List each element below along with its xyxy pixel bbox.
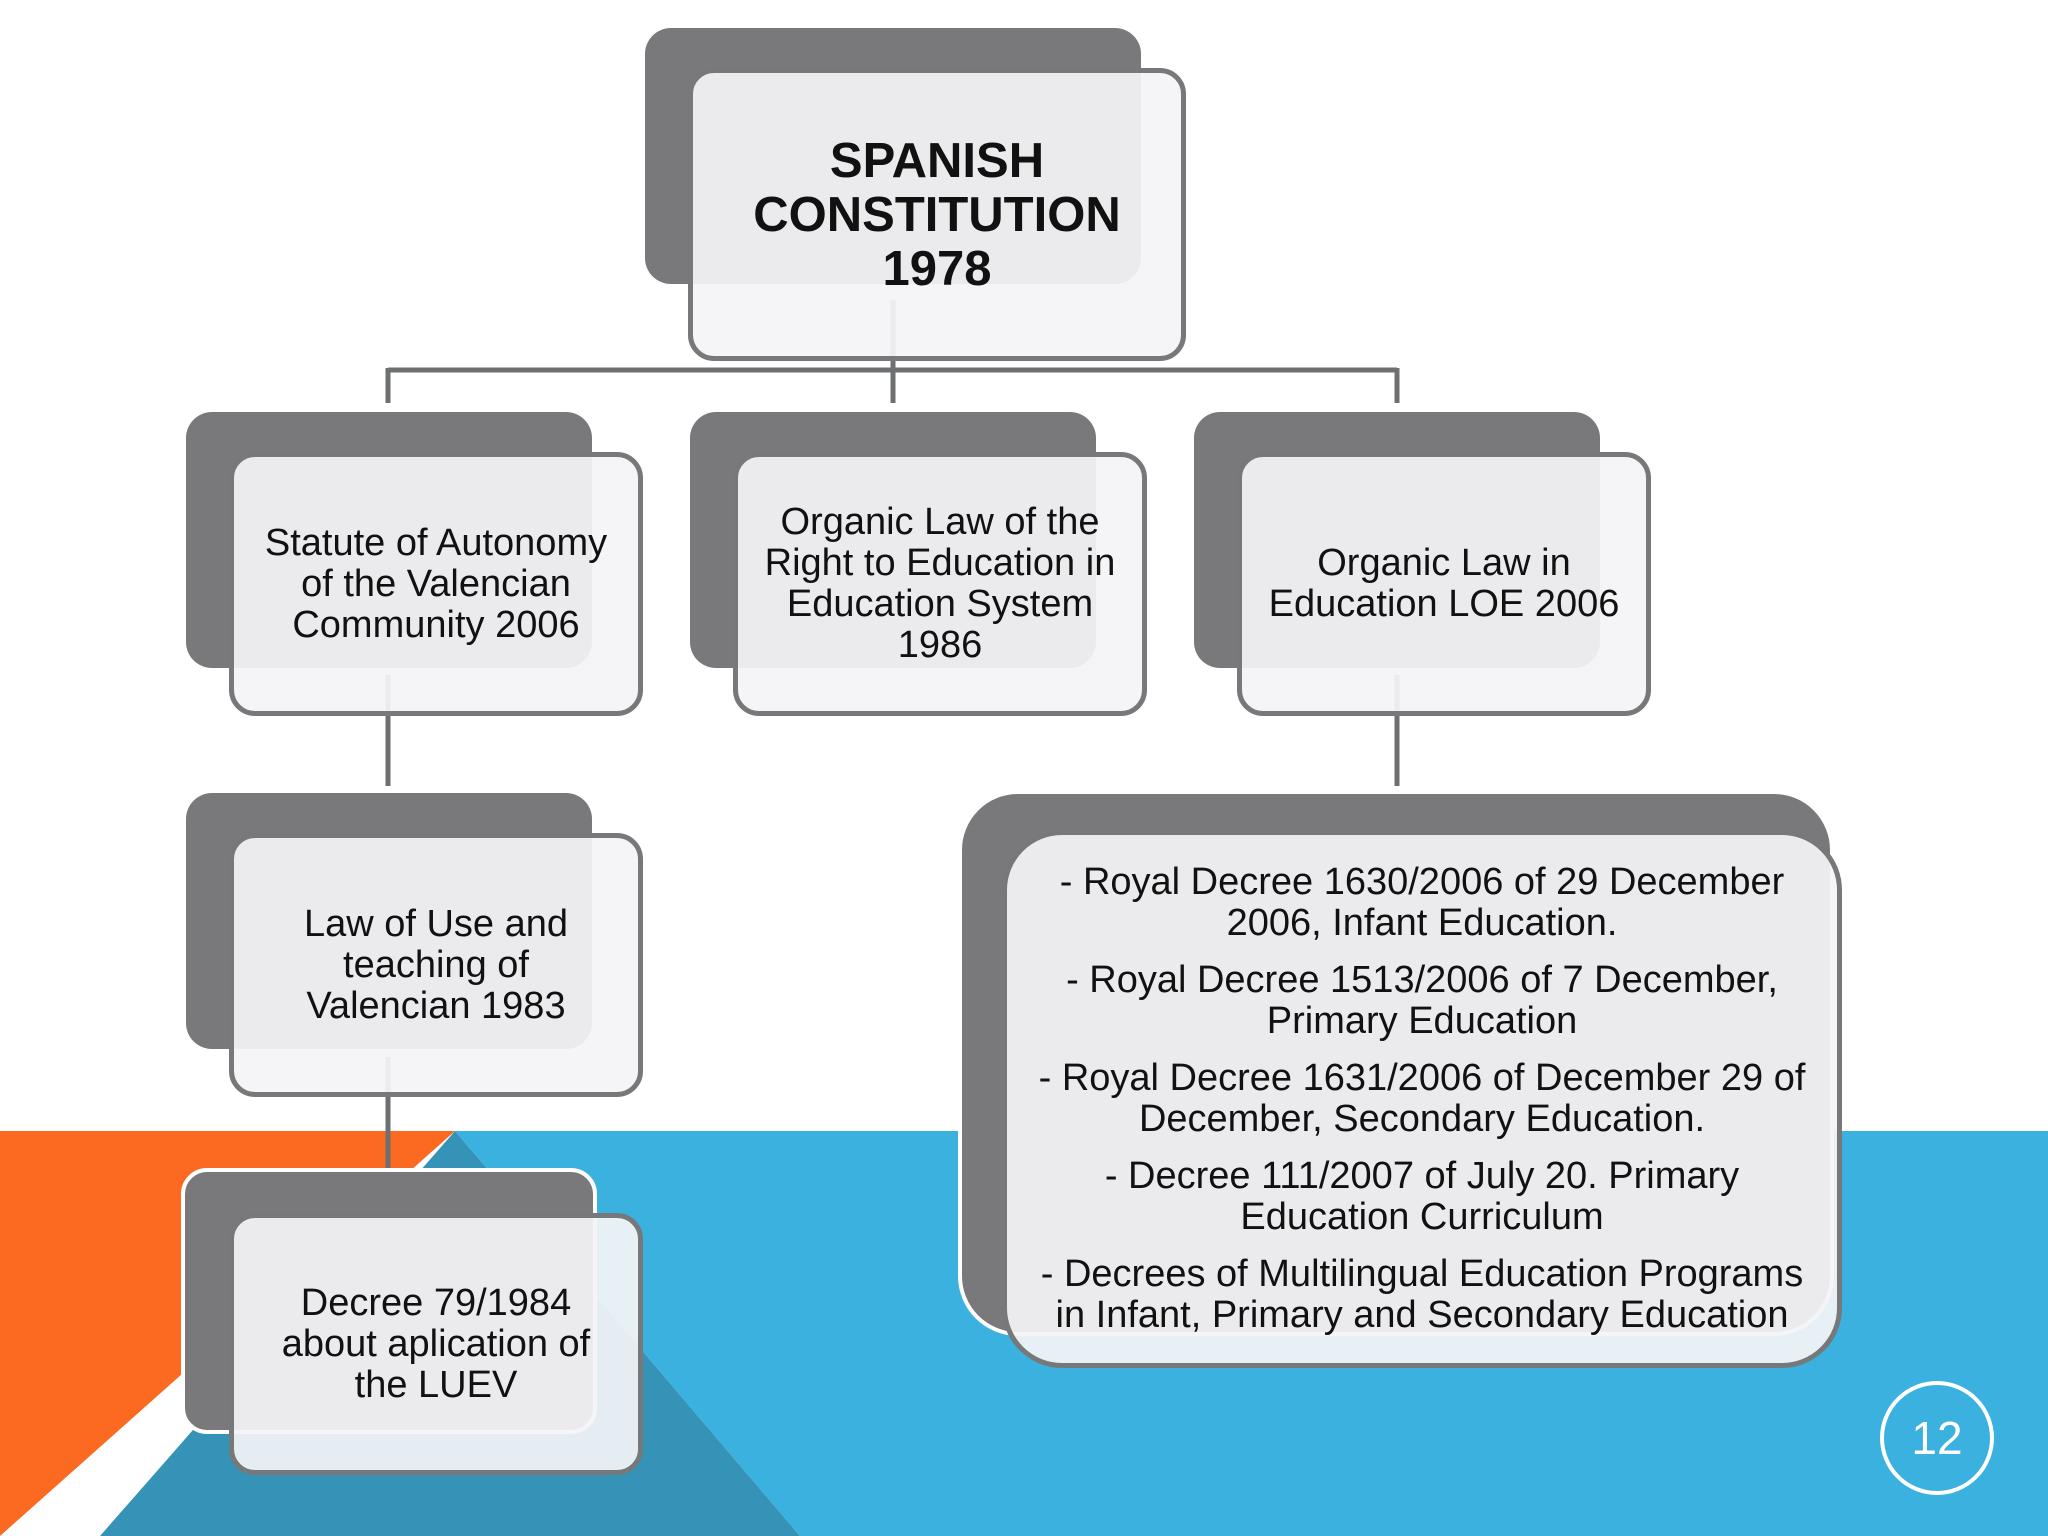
node-decree-79-1984-label: Decree 79/1984 about aplication of the L… bbox=[281, 1281, 591, 1406]
decree-item-multilingual-programs: - Decrees of Multilingual Education Prog… bbox=[1039, 1254, 1806, 1336]
decree-line: 2006, Infant Education. bbox=[1226, 902, 1618, 944]
decree-list: - Royal Decree 1630/2006 of 29 December … bbox=[1039, 862, 1806, 1336]
decree-line: December, Secondary Education. bbox=[1138, 1098, 1706, 1140]
node-organic-law-right-to-education-box: Organic Law of the Right to Education in… bbox=[733, 452, 1147, 716]
node-spanish-constitution-box: SPANISH CONSTITUTION 1978 bbox=[688, 68, 1186, 361]
decree-line: in Infant, Primary and Secondary Educati… bbox=[1055, 1294, 1789, 1336]
decree-line: Education Curriculum bbox=[1240, 1196, 1604, 1238]
label-line: 1986 bbox=[897, 624, 983, 666]
decree-line: - Decrees of Multilingual Education Prog… bbox=[1040, 1253, 1804, 1295]
node-decree-79-1984-box: Decree 79/1984 about aplication of the L… bbox=[229, 1213, 643, 1475]
node-law-of-use-valencian-label: Law of Use and teaching of Valencian 198… bbox=[303, 902, 569, 1027]
label-line: Law of Use and bbox=[303, 902, 569, 945]
node-statute-of-autonomy-box: Statute of Autonomy of the Valencian Com… bbox=[229, 452, 643, 716]
node-organic-law-loe-label: Organic Law in Education LOE 2006 bbox=[1269, 543, 1620, 625]
node-statute-of-autonomy-label: Statute of Autonomy of the Valencian Com… bbox=[264, 521, 608, 646]
label-line: SPANISH bbox=[829, 133, 1045, 188]
slide-number: 12 bbox=[1911, 1412, 1963, 1464]
decree-line: - Royal Decree 1630/2006 of 29 December bbox=[1059, 861, 1785, 903]
decree-item-royal-decree-1631: - Royal Decree 1631/2006 of December 29 … bbox=[1039, 1058, 1806, 1140]
label-line: Organic Law in bbox=[1317, 542, 1571, 584]
decree-line: - Royal Decree 1513/2006 of 7 December, bbox=[1066, 959, 1778, 1001]
label-line: CONSTITUTION bbox=[753, 187, 1121, 242]
node-law-of-use-valencian-box: Law of Use and teaching of Valencian 198… bbox=[229, 833, 643, 1097]
label-line: Statute of Autonomy bbox=[264, 521, 608, 564]
decree-line: Primary Education bbox=[1266, 1000, 1578, 1042]
label-line: of the Valencian bbox=[301, 562, 571, 605]
label-line: 1978 bbox=[882, 241, 992, 296]
label-line: Community 2006 bbox=[292, 603, 580, 646]
node-loe-decrees-box: - Royal Decree 1630/2006 of 29 December … bbox=[1002, 830, 1842, 1368]
slide-number-badge: 12 bbox=[1880, 1381, 1994, 1495]
label-line: Education LOE 2006 bbox=[1268, 583, 1620, 625]
decree-line: - Decree 111/2007 of July 20. Primary bbox=[1104, 1155, 1740, 1197]
label-line: Education System bbox=[786, 583, 1094, 625]
label-line: Organic Law of the bbox=[780, 501, 1100, 543]
label-line: about aplication of bbox=[281, 1322, 591, 1365]
decree-line: - Royal Decree 1631/2006 of December 29 … bbox=[1038, 1057, 1806, 1099]
label-line: Decree 79/1984 bbox=[300, 1281, 572, 1324]
label-line: Valencian 1983 bbox=[306, 984, 566, 1027]
label-line: the LUEV bbox=[354, 1363, 518, 1406]
node-spanish-constitution-label: SPANISH CONSTITUTION 1978 bbox=[753, 134, 1120, 296]
decree-item-decree-111-2007: - Decree 111/2007 of July 20. Primary Ed… bbox=[1039, 1156, 1806, 1238]
label-line: Right to Education in bbox=[764, 542, 1116, 584]
node-organic-law-right-to-education-label: Organic Law of the Right to Education in… bbox=[765, 502, 1116, 666]
decree-item-royal-decree-1513: - Royal Decree 1513/2006 of 7 December, … bbox=[1039, 960, 1806, 1042]
node-organic-law-loe-box: Organic Law in Education LOE 2006 bbox=[1237, 452, 1651, 716]
decree-item-royal-decree-1630: - Royal Decree 1630/2006 of 29 December … bbox=[1039, 862, 1806, 944]
label-line: teaching of bbox=[343, 943, 529, 986]
